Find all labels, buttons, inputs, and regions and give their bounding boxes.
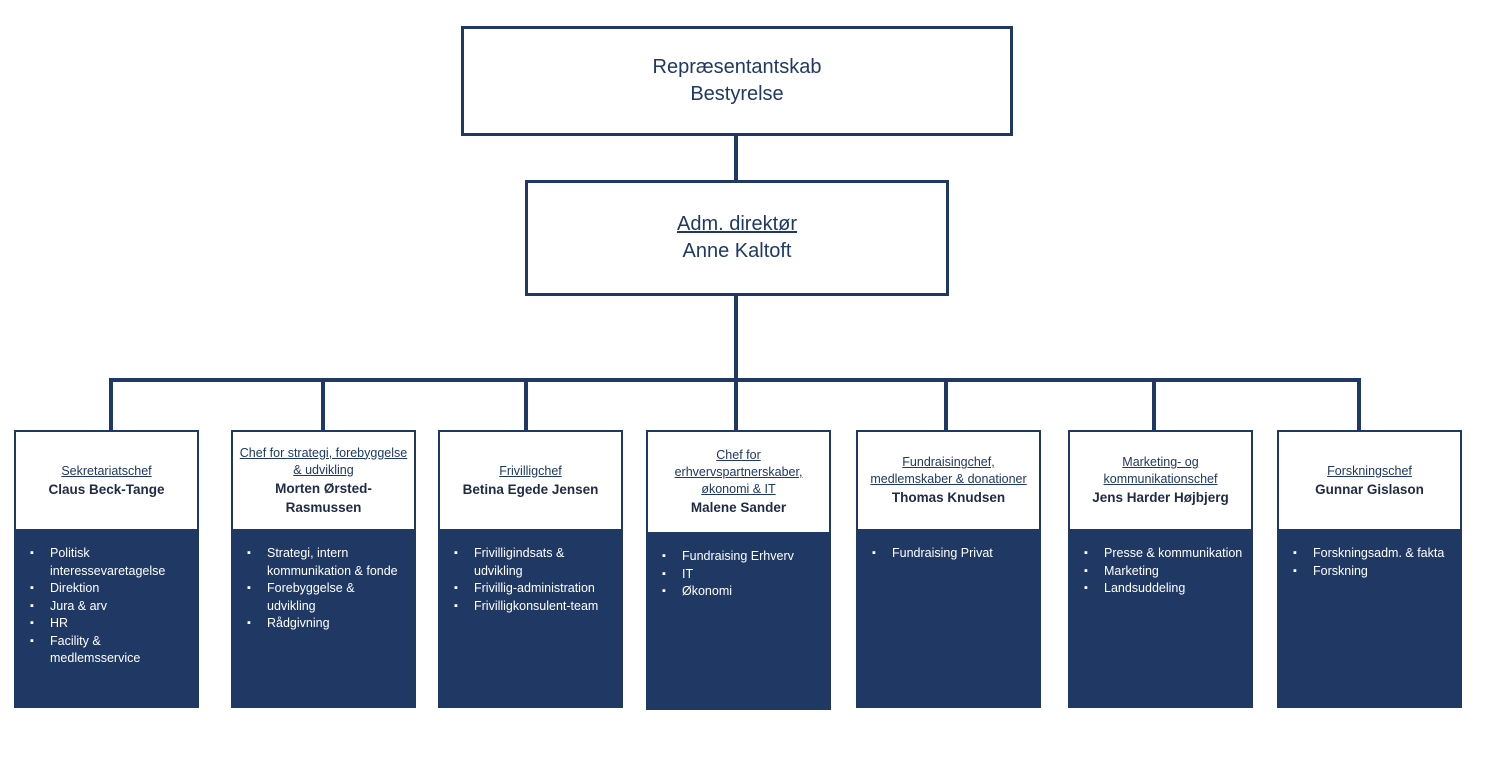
department-responsibilities: Fundraising Privat (858, 529, 1039, 563)
department-responsibilities: Forskningsadm. & fakta Forskning (1279, 529, 1460, 580)
department-header: Frivilligchef Betina Egede Jensen (440, 432, 621, 529)
ceo-box: Adm. direktør Anne Kaltoft (525, 180, 949, 296)
list-item: Presse & kommunikation (1084, 545, 1243, 563)
board-line-2: Bestyrelse (690, 83, 784, 105)
department-card-3: Frivilligchef Betina Egede Jensen Frivil… (438, 430, 623, 708)
department-head-name: Morten Ørsted-Rasmussen (275, 480, 372, 515)
ceo-name: Anne Kaltoft (682, 240, 792, 262)
connector-drop-5 (944, 378, 948, 432)
department-head-name: Thomas Knudsen (891, 490, 1006, 505)
department-card-7: Forskningschef Gunnar Gislason Forskning… (1277, 430, 1462, 708)
department-responsibilities: Politisk interessevaretagelse Direktion … (16, 529, 197, 668)
list-item: IT (662, 566, 821, 584)
ceo-title: Adm. direktør (676, 213, 798, 235)
department-header: Sekretariatschef Claus Beck-Tange (16, 432, 197, 529)
department-title: Frivilligchef (499, 463, 562, 478)
department-header: Chef for erhvervspartnerskaber, økonomi … (648, 432, 829, 532)
department-title: Chef for strategi, forebyggelse & udvikl… (239, 445, 408, 477)
list-item: Jura & arv (30, 598, 189, 616)
list-item: Rådgivning (247, 615, 406, 633)
connector-drop-6 (1152, 378, 1156, 432)
department-header: Chef for strategi, forebyggelse & udvikl… (233, 432, 414, 529)
list-item: Facility & medlemsservice (30, 633, 189, 668)
list-item: Marketing (1084, 563, 1243, 581)
list-item: Strategi, intern kommunikation & fonde (247, 545, 406, 580)
list-item: Økonomi (662, 583, 821, 601)
connector-drop-1 (109, 378, 113, 432)
list-item: Fundraising Privat (872, 545, 1031, 563)
connector-drop-4 (734, 378, 738, 432)
list-item: Frivillig-administration (454, 580, 613, 598)
department-title: Forskningschef (1327, 463, 1412, 478)
department-responsibilities: Strategi, intern kommunikation & fonde F… (233, 529, 414, 633)
department-head-name: Jens Harder Højbjerg (1092, 490, 1229, 505)
list-item: Landsuddeling (1084, 580, 1243, 598)
department-head-name: Malene Sander (690, 500, 787, 515)
department-head-name: Gunnar Gislason (1315, 481, 1424, 497)
list-item: Fundraising Erhverv (662, 548, 821, 566)
connector-drop-3 (524, 378, 528, 432)
department-responsibilities: Fundraising Erhverv IT Økonomi (648, 532, 829, 601)
list-item: Frivilligkonsulent-team (454, 598, 613, 616)
connector-board-ceo (734, 134, 738, 182)
connector-drop-2 (321, 378, 325, 432)
board-box: Repræsentantskab Bestyrelse (461, 26, 1013, 136)
connector-ceo-bus (734, 294, 738, 380)
list-item: Forskning (1293, 563, 1452, 581)
department-card-6: Marketing- og kommunikationschef Jens Ha… (1068, 430, 1253, 708)
department-head-name: Betina Egede Jensen (462, 481, 599, 497)
department-head-name: Claus Beck-Tange (48, 481, 165, 497)
list-item: HR (30, 615, 189, 633)
department-title: Marketing- og kommunikationschef (1103, 455, 1218, 486)
department-card-2: Chef for strategi, forebyggelse & udvikl… (231, 430, 416, 708)
list-item: Direktion (30, 580, 189, 598)
list-item: Forebyggelse & udvikling (247, 580, 406, 615)
connector-drop-7 (1357, 378, 1361, 432)
department-header: Forskningschef Gunnar Gislason (1279, 432, 1460, 529)
department-responsibilities: Frivilligindsats & udvikling Frivillig-a… (440, 529, 621, 615)
board-line-1: Repræsentantskab (652, 56, 822, 78)
department-card-4: Chef for erhvervspartnerskaber, økonomi … (646, 430, 831, 710)
department-title: Sekretariatschef (61, 463, 152, 478)
department-card-1: Sekretariatschef Claus Beck-Tange Politi… (14, 430, 199, 708)
list-item: Frivilligindsats & udvikling (454, 545, 613, 580)
department-title: Fundraisingchef, medlemskaber & donation… (870, 455, 1027, 486)
list-item: Forskningsadm. & fakta (1293, 545, 1452, 563)
department-card-5: Fundraisingchef, medlemskaber & donation… (856, 430, 1041, 708)
department-title: Chef for erhvervspartnerskaber, økonomi … (674, 448, 803, 496)
department-responsibilities: Presse & kommunikation Marketing Landsud… (1070, 529, 1251, 598)
list-item: Politisk interessevaretagelse (30, 545, 189, 580)
department-header: Marketing- og kommunikationschef Jens Ha… (1070, 432, 1251, 529)
department-header: Fundraisingchef, medlemskaber & donation… (858, 432, 1039, 529)
